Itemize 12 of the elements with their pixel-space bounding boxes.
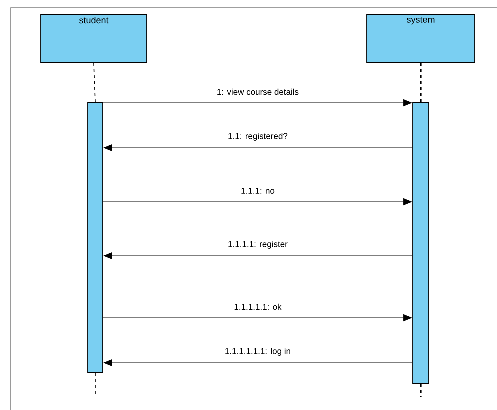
message-label: 1.1.1.1.1: ok bbox=[233, 302, 283, 312]
message-label: 1.1.1: no bbox=[240, 187, 276, 195]
message-label: 1.1.1.1: register bbox=[227, 240, 289, 250]
activation-bar bbox=[88, 102, 104, 374]
activation-bar bbox=[412, 102, 430, 384]
lifeline-head: student bbox=[40, 14, 148, 64]
lifeline bbox=[94, 63, 96, 103]
message-label: 1: view course details bbox=[216, 88, 300, 96]
lifeline bbox=[420, 63, 422, 103]
message-label: 1.1.1.1.1.1: log in bbox=[224, 347, 292, 357]
lifeline-head: system bbox=[366, 14, 476, 64]
message-label: 1.1: registered? bbox=[227, 132, 289, 142]
